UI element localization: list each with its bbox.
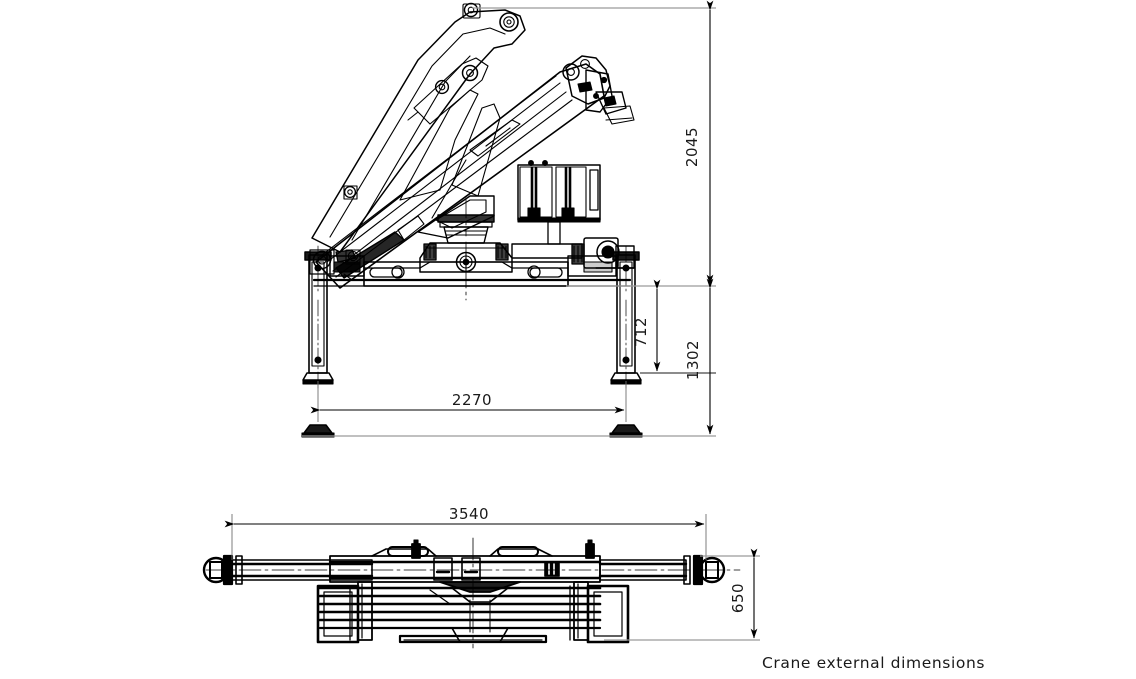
dimension-outrigger-span: 2270 [310,381,627,422]
outrigger-beam-right [598,554,726,586]
plan-front-view [202,537,741,649]
plan-leg-housing-right [573,581,630,644]
dimension-label-2045: 2045 [683,127,701,167]
dimension-label-2270: 2270 [452,391,492,409]
plan-leg-housing-left [316,581,373,644]
dimension-label-712: 712 [632,317,650,347]
dimension-label-1302: 1302 [684,340,702,380]
dimension-base-height: 1302 [684,278,714,435]
dimension-base-depth: 650 [729,548,758,639]
plan-view-dimensions: 3540 650 [224,505,760,641]
dimension-label-3540: 3540 [449,505,489,523]
plan-beam-stack [318,585,602,641]
dimension-overall-height: 2045 [683,0,714,285]
folded-jib-assembly [311,2,526,253]
side-elevation-view [301,2,643,438]
dimension-leg-height: 712 [632,279,661,372]
dimension-overall-width: 3540 [224,505,705,528]
outrigger-knuckles [329,249,617,277]
plan-base-housing [328,539,602,583]
drawing-caption: Crane external dimensions [762,654,985,672]
dimension-label-650: 650 [729,583,747,613]
side-view-dimensions: 2045 712 1302 2270 [302,0,716,437]
main-boom [309,55,635,289]
